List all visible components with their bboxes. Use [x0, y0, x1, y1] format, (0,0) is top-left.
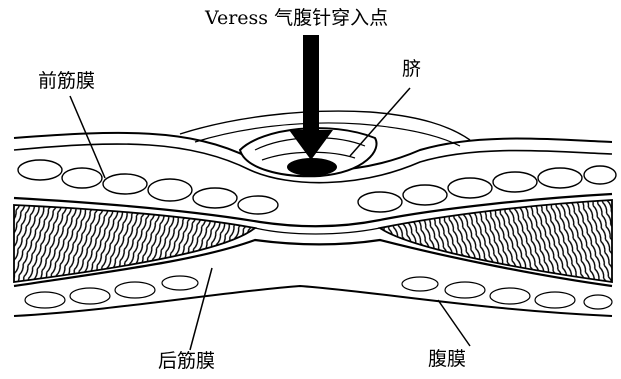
peritoneum-label: 腹膜	[428, 350, 466, 369]
preperitoneal-fat	[25, 276, 612, 309]
anterior-fascia-label: 前筋膜	[38, 72, 95, 91]
needle-entry-label: Veress 气腹针穿入点	[205, 9, 388, 28]
linea-alba	[255, 228, 380, 234]
posterior-fascia-label: 后筋膜	[158, 352, 215, 371]
navel-label: 脐	[402, 60, 421, 79]
rectus-muscle-right	[380, 200, 612, 282]
